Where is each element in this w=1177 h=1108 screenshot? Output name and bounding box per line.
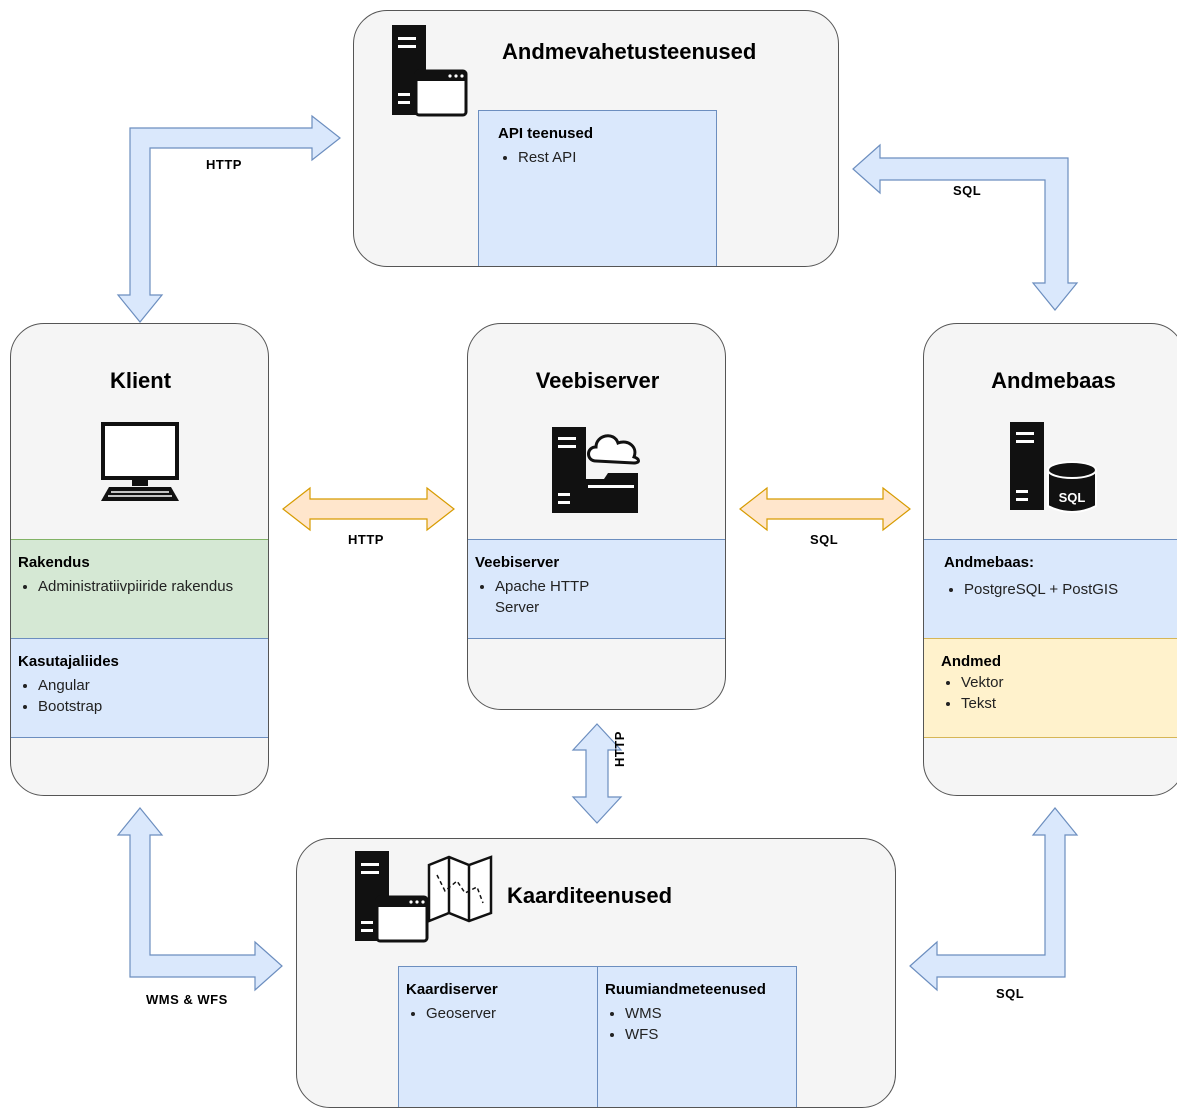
list-item: Administratiivpiiride rakendus <box>38 576 261 597</box>
list-item: Bootstrap <box>38 696 261 717</box>
database-panel-title: Andmebaas: <box>944 554 1035 571</box>
computer-monitor-icon <box>101 422 179 501</box>
spatial-data-services-panel-title: Ruumiandmeteenused <box>605 981 766 998</box>
spatial-data-services-panel-list: WMS WFS <box>605 1003 789 1045</box>
data-panel-title: Andmed <box>941 653 1001 670</box>
map-server-panel: Kaardiserver Geoserver <box>398 966 598 1107</box>
webserver-panel: Veebiserver Apache HTTP Server <box>468 539 725 639</box>
connection-label-client-webserver: HTTP <box>348 532 384 547</box>
map-services-node: Kaarditeenused Kaardiserver Geoserver Ru… <box>296 838 896 1108</box>
api-services-node: Andmevahetusteenused API teenused Rest A… <box>353 10 839 267</box>
map-services-title: Kaarditeenused <box>507 883 673 908</box>
connection-label-maps-database: SQL <box>996 986 1025 1001</box>
server-window-map-icon <box>355 851 493 943</box>
api-services-title: Andmevahetusteenused <box>502 39 757 64</box>
spatial-data-services-panel: Ruumiandmeteenused WMS WFS <box>597 966 797 1107</box>
api-panel-title: API teenused <box>498 125 594 142</box>
api-panel: API teenused Rest API <box>478 110 717 266</box>
client-node: Klient Rakendus Administratiivpiiride ra… <box>10 323 269 796</box>
list-item: Angular <box>38 675 261 696</box>
arrow-webserver-maps <box>571 723 623 824</box>
connection-label-webserver-database: SQL <box>810 532 839 547</box>
arrow-client-maps <box>116 807 283 992</box>
client-ui-title: Kasutajaliides <box>18 653 119 670</box>
arrow-webserver-database <box>739 486 911 532</box>
database-title: Andmebaas <box>991 368 1116 393</box>
data-panel-list: Vektor Tekst <box>941 672 1177 714</box>
arrow-client-api <box>116 114 341 323</box>
client-application-list: Administratiivpiiride rakendus <box>18 576 261 597</box>
server-window-icon <box>392 25 468 117</box>
list-item: WFS <box>625 1024 789 1045</box>
arrow-maps-database <box>909 807 1079 992</box>
connection-label-client-maps: WMS & WFS <box>146 992 228 1007</box>
list-item: WMS <box>625 1003 789 1024</box>
list-item: Apache HTTP Server <box>495 576 635 618</box>
database-panel-list: PostgreSQL + PostGIS <box>944 579 1177 600</box>
client-ui-list: Angular Bootstrap <box>18 675 261 717</box>
client-application-panel: Rakendus Administratiivpiiride rakendus <box>11 539 268 639</box>
client-application-title: Rakendus <box>18 554 90 571</box>
webserver-title: Veebiserver <box>535 368 660 393</box>
arrow-api-database <box>852 143 1079 311</box>
list-item: Geoserver <box>426 1003 590 1024</box>
list-item: Vektor <box>961 672 1177 693</box>
database-node: Andmebaas SQL Andmebaas: PostgreSQL + Po… <box>923 323 1177 796</box>
arrow-client-webserver <box>282 486 455 532</box>
database-panel: Andmebaas: PostgreSQL + PostGIS <box>924 539 1177 639</box>
server-cloud-folder-icon <box>552 427 640 513</box>
connection-label-webserver-maps: HTTP <box>612 731 627 767</box>
webserver-node: Veebiserver Veebiserver Apache HTTP Serv… <box>467 323 726 710</box>
connection-label-api-database: SQL <box>953 183 982 198</box>
client-ui-panel: Kasutajaliides Angular Bootstrap <box>11 638 268 738</box>
sql-icon-label: SQL <box>1059 490 1086 505</box>
api-panel-list: Rest API <box>498 147 709 168</box>
list-item: Rest API <box>518 147 709 168</box>
data-panel: Andmed Vektor Tekst <box>924 638 1177 738</box>
webserver-panel-title: Veebiserver <box>475 554 560 571</box>
list-item: Tekst <box>961 693 1177 714</box>
server-sql-database-icon: SQL <box>1010 422 1097 513</box>
map-server-panel-list: Geoserver <box>406 1003 590 1024</box>
client-title: Klient <box>109 368 172 393</box>
connection-label-client-api: HTTP <box>206 157 242 172</box>
map-server-panel-title: Kaardiserver <box>406 981 498 998</box>
webserver-panel-list: Apache HTTP Server <box>475 576 635 618</box>
list-item: PostgreSQL + PostGIS <box>964 579 1177 600</box>
